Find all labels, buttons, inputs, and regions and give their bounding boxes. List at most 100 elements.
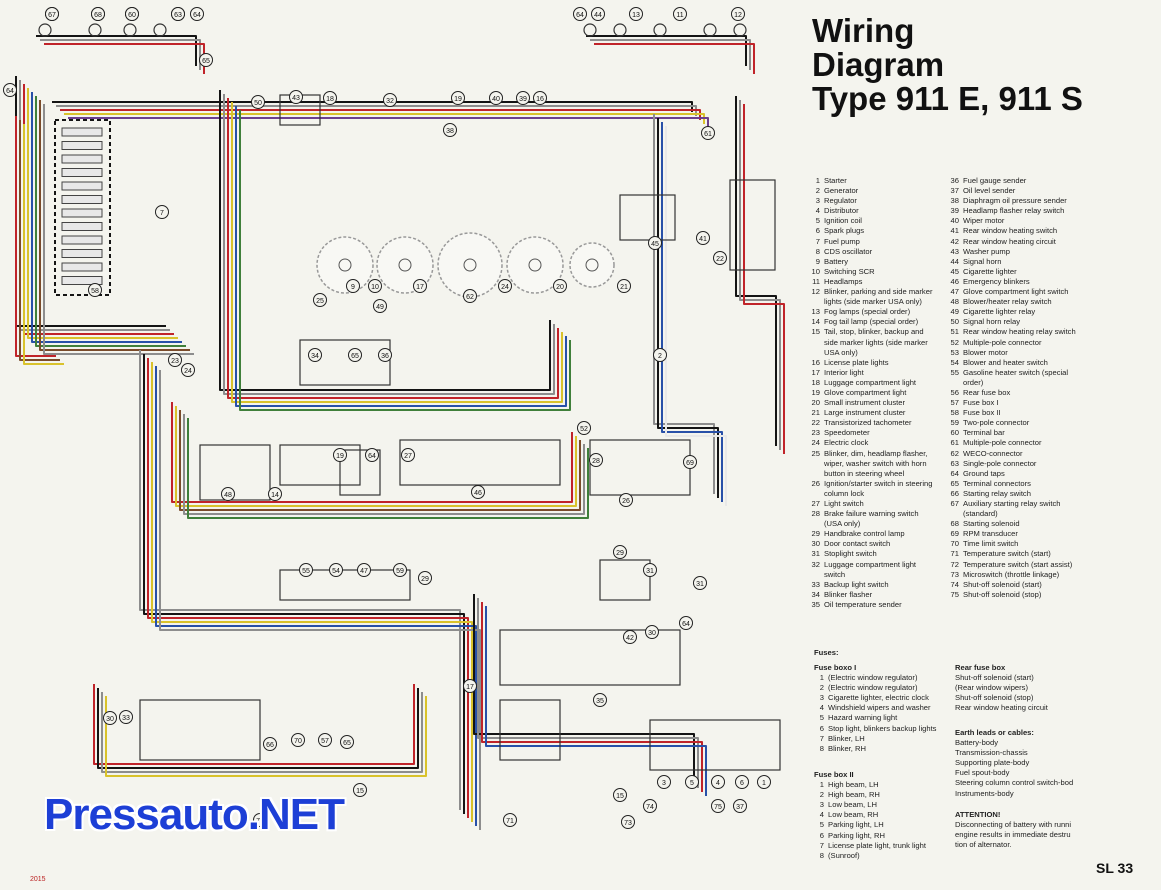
- legend-item-text: Backup light switch: [824, 579, 889, 589]
- legend-item-row: lights (side marker USA only): [808, 297, 932, 307]
- earth-lead-item-row: Instruments-body: [955, 788, 1014, 798]
- fuse-item-text: Low beam, RH: [828, 810, 879, 820]
- component-callout-label: 65: [202, 58, 210, 65]
- component-callout-label: 64: [682, 621, 690, 628]
- component-callout: [591, 7, 605, 21]
- fuse-item-number: 8: [819, 743, 824, 753]
- component-callout-label: 18: [326, 96, 334, 103]
- component-callout-label: 58: [91, 288, 99, 295]
- component-callout: [313, 293, 327, 307]
- component-callout-label: 11: [676, 12, 683, 19]
- component-callout-label: 67: [48, 12, 56, 19]
- rear-fuse-item-row: Shut-off solenoid (start): [955, 673, 1034, 683]
- instrument-gauge: [569, 242, 615, 288]
- legend-item-text: Stoplight switch: [824, 549, 877, 559]
- engine-harness-wire: [477, 598, 699, 788]
- legend-item-number: 58: [950, 408, 959, 418]
- component-callout: [318, 733, 332, 747]
- component-box: [199, 444, 271, 501]
- component-callout-label: 63: [174, 12, 182, 19]
- legend-item-text: RPM transducer: [963, 529, 1018, 539]
- component-callout-label: 27: [404, 453, 412, 460]
- fuse-item-number: 1: [819, 673, 824, 683]
- gauge-center: [463, 258, 477, 272]
- legend-item-number: 13: [811, 307, 820, 317]
- component-callout-label: 33: [122, 715, 130, 722]
- component-callout: [45, 7, 59, 21]
- component-callout-label: 3: [662, 780, 666, 787]
- center-harness-wire: [223, 94, 555, 395]
- component-callout: [593, 693, 607, 707]
- legend-item-row: (USA only): [808, 519, 932, 529]
- component-callout: [378, 348, 392, 362]
- left-edge-wire: [23, 124, 64, 365]
- component-callout-label: 16: [536, 96, 544, 103]
- component-callout: [401, 448, 415, 462]
- component-callout-label: 17: [416, 284, 424, 291]
- component-callout-label: 66: [266, 742, 274, 749]
- legend-item-number: 23: [811, 428, 820, 438]
- legend-item-text: Emergency blinkers: [963, 276, 1030, 286]
- legend-item-text: Blower/heater relay switch: [963, 297, 1052, 307]
- legend-item-text: Luggage compartment light: [824, 559, 917, 569]
- component-callout: [418, 571, 432, 585]
- right-harness-wire: [653, 114, 715, 494]
- lamp-symbol: [88, 23, 102, 37]
- legend-item-text: Small instrument cluster: [824, 398, 906, 408]
- rear-fuse-item-row: (Rear window wipers): [955, 683, 1029, 693]
- component-callout-label: 19: [336, 453, 344, 460]
- component-callout-label: 30: [106, 716, 114, 723]
- component-callout-label: 24: [184, 368, 192, 375]
- legend-item-number: 63: [950, 458, 959, 468]
- fuse-item-text: License plate light, trunk light: [828, 840, 926, 850]
- component-callout-label: 64: [576, 12, 584, 19]
- legend-item-number: [947, 509, 963, 519]
- rear-fuse-box-list: Rear fuse box Shut-off solenoid (start)(…: [955, 663, 1048, 713]
- component-callout: [348, 348, 362, 362]
- component-callout: [268, 487, 282, 501]
- fuse-item-number: 5: [819, 713, 824, 723]
- lower-harness-wire: [143, 354, 465, 814]
- component-callout-label: 35: [596, 698, 604, 705]
- lamp-symbol: [733, 23, 747, 37]
- legend-item-number: 14: [811, 317, 820, 327]
- legend-item-number: 74: [950, 579, 959, 589]
- fuse-item-number: 6: [819, 723, 824, 733]
- component-callout-label: 29: [616, 550, 624, 557]
- component-callout-label: 15: [616, 793, 624, 800]
- legend-item-text: Multiple-pole connector: [963, 438, 1042, 448]
- gauge-center: [528, 258, 542, 272]
- legend-item-text: (standard): [963, 509, 998, 519]
- fuse-item-text: High beam, RH: [828, 790, 880, 800]
- front-right-lamp-wire: [594, 43, 755, 74]
- component-callout: [221, 487, 235, 501]
- component-callout-label: 73: [624, 820, 632, 827]
- earth-lead-item-row: Supporting plate-body: [955, 758, 1030, 768]
- legend-item-number: 71: [950, 549, 959, 559]
- component-callout: [553, 279, 567, 293]
- legend-item-text: Starting relay switch: [963, 488, 1031, 498]
- component-callout: [368, 279, 382, 293]
- legend-item-number: [808, 348, 824, 358]
- component-callout: [451, 91, 465, 105]
- component-callout: [3, 83, 17, 97]
- legend-item-number: 43: [950, 246, 959, 256]
- legend-item-number: 22: [811, 418, 820, 428]
- instrument-gauge: [437, 232, 503, 298]
- component-callout: [489, 91, 503, 105]
- legend-item-text: Diaphragm oil pressure sender: [963, 196, 1067, 206]
- component-callout: [88, 283, 102, 297]
- legend-item-text: Cigarette lighter relay: [963, 307, 1036, 317]
- gauge-center: [398, 258, 412, 272]
- component-callout: [443, 123, 457, 137]
